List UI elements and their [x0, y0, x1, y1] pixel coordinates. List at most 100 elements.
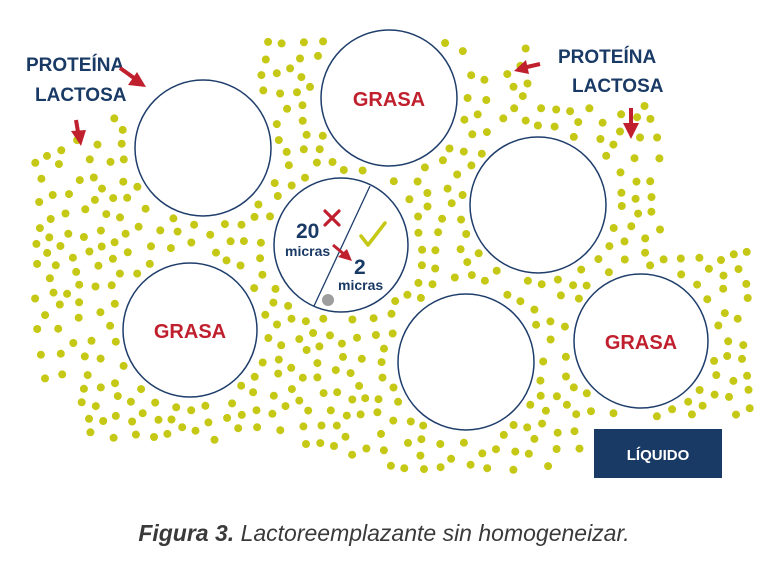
protein-lactose-dot [41, 374, 49, 383]
protein-lactose-dot [389, 383, 398, 392]
protein-lactose-dot [523, 276, 532, 285]
protein-lactose-dot [358, 166, 367, 175]
protein-lactose-dot [63, 289, 72, 298]
protein-lactose-dot [113, 392, 122, 401]
protein-lactose-dot [173, 227, 182, 236]
protein-lactose-dot [348, 450, 357, 459]
protein-lactose-dot [539, 357, 548, 366]
protein-lactose-dot [482, 96, 491, 104]
protein-lactose-dot [413, 177, 422, 186]
protein-lactose-dot [250, 212, 259, 221]
protein-lactose-dot [110, 299, 119, 308]
protein-lactose-dot [167, 415, 176, 424]
protein-lactose-dot [80, 352, 89, 361]
protein-lactose-dot [456, 245, 465, 254]
protein-lactose-dot [602, 151, 611, 160]
cross-icon [323, 209, 341, 227]
protein-lactose-dot [420, 465, 428, 474]
protein-lactose-dot [552, 445, 561, 453]
arrow-icon [332, 243, 352, 261]
protein-lactose-dot [58, 370, 67, 379]
protein-lactose-dot [732, 410, 740, 419]
protein-lactose-dot [258, 358, 267, 367]
protein-lactose-dot [719, 284, 728, 293]
protein-lactose-dot [313, 373, 322, 382]
protein-lactose-dot [36, 350, 45, 359]
protein-lactose-dot [530, 305, 539, 314]
protein-lactose-dot [659, 255, 668, 264]
protein-lactose-dot [574, 118, 583, 127]
protein-lactose-dot [119, 361, 128, 370]
protein-lactose-dot [315, 145, 324, 154]
protein-lactose-dot [312, 158, 321, 167]
protein-lactose-dot [96, 308, 105, 317]
protein-lactose-dot [33, 259, 42, 268]
protein-lactose-dot [319, 37, 328, 46]
protein-lactose-dot [253, 423, 262, 432]
protein-lactose-dot [46, 215, 55, 223]
protein-lactose-dot [616, 127, 624, 136]
protein-lactose-dot [118, 125, 127, 134]
protein-lactose-dot [264, 37, 273, 46]
protein-lactose-dot [154, 415, 163, 424]
protein-lactose-dot [315, 342, 324, 351]
protein-lactose-dot [556, 291, 565, 300]
small-particle [322, 294, 334, 306]
protein-lactose-dot [237, 410, 246, 419]
protein-lactose-dot [201, 401, 210, 410]
protein-lactose-dot [541, 406, 550, 415]
protein-lactose-dot [31, 158, 40, 167]
lactose-label-left: LACTOSA [35, 85, 127, 106]
protein-lactose-dot [37, 174, 46, 183]
protein-lactose-dot [85, 414, 93, 423]
protein-lactose-dot [239, 237, 248, 246]
protein-lactose-dot [458, 191, 467, 199]
protein-lactose-dot [538, 419, 547, 428]
protein-lactose-dot [237, 220, 246, 229]
protein-lactose-dot [110, 238, 119, 247]
protein-lactose-dot [553, 428, 562, 437]
protein-lactose-dot [634, 209, 643, 218]
caption-text: Lactoreemplazante sin homogeneizar. [240, 520, 630, 546]
protein-lactose-dot [147, 242, 155, 251]
protein-lactose-dot [299, 422, 308, 431]
protein-lactose-dot [416, 451, 425, 460]
protein-lactose-dot [438, 156, 447, 165]
protein-lactose-dot [744, 385, 753, 394]
protein-lactose-dot [536, 376, 545, 385]
liquid-label: LÍQUIDO [627, 447, 690, 464]
protein-lactose-dot [572, 410, 581, 419]
protein-lactose-dot [445, 144, 454, 153]
protein-lactose-dot [266, 212, 274, 221]
protein-lactose-dot [647, 193, 656, 202]
protein-lactose-dot [423, 189, 432, 197]
protein-lactose-dot [569, 383, 578, 392]
protein-lactose-dot [302, 346, 311, 354]
protein-lactose-dot [676, 254, 685, 263]
arrow-icon [118, 66, 146, 87]
protein-lactose-dot [89, 173, 98, 182]
protein-lactose-dot [298, 101, 307, 110]
protein-lactose-dot [457, 215, 466, 224]
fat-globule-far-right [573, 273, 709, 409]
protein-lactose-dot [552, 105, 561, 114]
protein-lactose-dot [499, 430, 508, 439]
protein-lactose-dot [468, 130, 477, 139]
protein-lactose-dot [81, 205, 90, 214]
protein-lactose-dot [330, 442, 338, 450]
protein-lactose-dot [277, 341, 286, 350]
protein-lactose-dot [97, 242, 106, 251]
fat-label-left: GRASA [154, 321, 226, 343]
fat-globule-left [122, 262, 258, 398]
protein-lactose-dot [295, 335, 304, 344]
protein-lactose-dot [75, 280, 84, 289]
protein-lactose-dot [450, 273, 459, 282]
protein-lactose-dot [511, 447, 520, 456]
protein-lactose-dot [566, 107, 575, 116]
protein-lactose-dot [169, 214, 178, 223]
protein-lactose-dot [687, 410, 696, 419]
protein-lactose-dot [220, 220, 229, 229]
protein-lactose-dot [646, 114, 655, 123]
protein-lactose-dot [131, 430, 140, 439]
protein-lactose-dot [274, 136, 283, 145]
